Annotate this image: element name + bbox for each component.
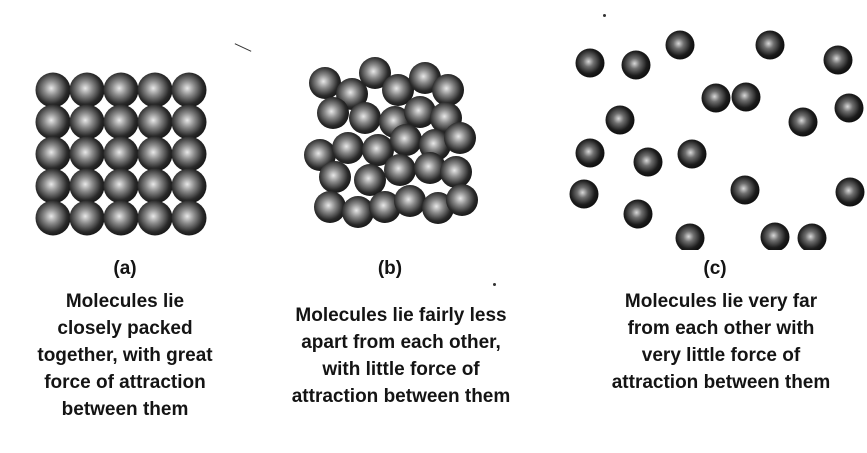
molecule (624, 200, 653, 229)
molecule (576, 49, 605, 78)
caption-line: together, with great (0, 342, 250, 369)
scan-speck (603, 14, 606, 17)
molecule (606, 106, 635, 135)
molecule (732, 83, 761, 112)
molecule (702, 84, 731, 113)
caption-line: Molecules lie (0, 288, 250, 315)
panel-c-caption: Molecules lie very far from each other w… (576, 288, 866, 396)
molecule (756, 31, 785, 60)
panel-c-molecules (0, 0, 867, 250)
molecule (835, 94, 864, 123)
molecule (666, 31, 695, 60)
panel-a-label: (a) (95, 258, 155, 279)
caption-line: between them (0, 396, 250, 423)
molecule (570, 180, 599, 209)
molecule (836, 178, 865, 207)
molecule (789, 108, 818, 137)
caption-line: with little force of (256, 356, 546, 383)
caption-line: Molecules lie fairly less (256, 302, 546, 329)
molecule (798, 224, 827, 251)
molecule (622, 51, 651, 80)
molecule (761, 223, 790, 251)
molecule (678, 140, 707, 169)
caption-line: attraction between them (576, 369, 866, 396)
caption-line: attraction between them (256, 383, 546, 410)
scan-speck (493, 283, 496, 286)
molecule (824, 46, 853, 75)
caption-line: closely packed (0, 315, 250, 342)
caption-line: force of attraction (0, 369, 250, 396)
caption-line: Molecules lie very far (576, 288, 866, 315)
panel-c-label: (c) (685, 258, 745, 279)
molecule (634, 148, 663, 177)
caption-line: very little force of (576, 342, 866, 369)
panel-b-label: (b) (360, 258, 420, 279)
molecule (731, 176, 760, 205)
panel-b-caption: Molecules lie fairly less apart from eac… (256, 302, 546, 410)
caption-line: from each other with (576, 315, 866, 342)
molecule (576, 139, 605, 168)
molecule (676, 224, 705, 251)
caption-line: apart from each other, (256, 329, 546, 356)
panel-a-caption: Molecules lie closely packed together, w… (0, 288, 250, 423)
